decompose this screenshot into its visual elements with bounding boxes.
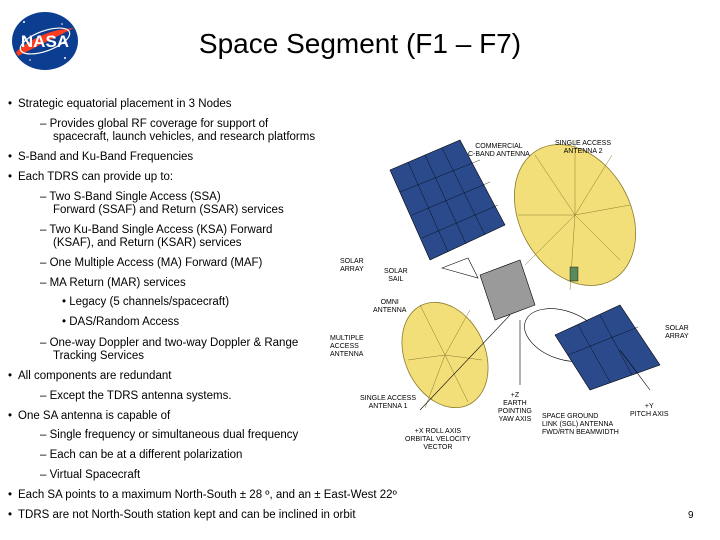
sub-bullet-continued: spacecraft, launch vehicles, and researc… <box>53 131 316 143</box>
single-access-antenna-2 <box>513 140 637 291</box>
sub-bullet-continued: Forward (SSAF) and Return (SSAR) service… <box>53 204 284 216</box>
sub-bullet: – Virtual Spacecraft <box>40 469 141 481</box>
solar-sail <box>441 257 479 279</box>
single-access-antenna-1 <box>401 301 489 409</box>
bullet: Each TDRS can provide up to: <box>8 170 173 184</box>
sub-bullet: – One-way Doppler and two-way Doppler & … <box>40 337 299 349</box>
sub-bullet: – Each can be at a different polarizatio… <box>40 449 243 461</box>
sub-bullet: – Except the TDRS antenna systems. <box>40 390 232 402</box>
page-title: Space Segment (F1 – F7) <box>198 28 522 59</box>
bullet: All components are redundant <box>8 369 171 383</box>
page-number: 9 <box>688 510 694 521</box>
sub-sub-bullet: • DAS/Random Access <box>62 316 180 328</box>
bullet: TDRS are not North-South station kept an… <box>8 508 356 522</box>
bullet: Strategic equatorial placement in 3 Node… <box>8 97 231 111</box>
sub-bullet: – Two Ku-Band Single Access (KSA) Forwar… <box>40 224 273 236</box>
tdrs-spacecraft-diagram <box>389 139 661 411</box>
bullet: Each SA points to a maximum North-South … <box>8 488 397 502</box>
sub-bullet: – Provides global RF coverage for suppor… <box>40 118 269 130</box>
sub-bullet: – Two S-Band Single Access (SSA) <box>40 191 221 203</box>
sub-bullet: – MA Return (MAR) services <box>40 277 186 289</box>
y-axis-line <box>619 349 651 391</box>
sub-bullet-continued: (KSAF), and Return (KSAR) services <box>53 237 242 249</box>
sub-bullet-continued: Tracking Services <box>53 350 144 362</box>
nasa-logo: NASA <box>12 12 78 70</box>
spacecraft-body <box>479 259 536 321</box>
sub-sub-bullet: • Legacy (5 channels/spacecraft) <box>62 296 230 308</box>
solar-panel-upper <box>389 139 506 261</box>
sub-bullet: – One Multiple Access (MA) Forward (MAF) <box>40 257 263 269</box>
x-axis-line <box>419 314 511 411</box>
bullet: S-Band and Ku-Band Frequencies <box>8 150 193 164</box>
bullet: One SA antenna is capable of <box>8 409 170 423</box>
sub-bullet: – Single frequency or simultaneous dual … <box>40 429 299 441</box>
svg-text:NASA: NASA <box>21 32 69 51</box>
